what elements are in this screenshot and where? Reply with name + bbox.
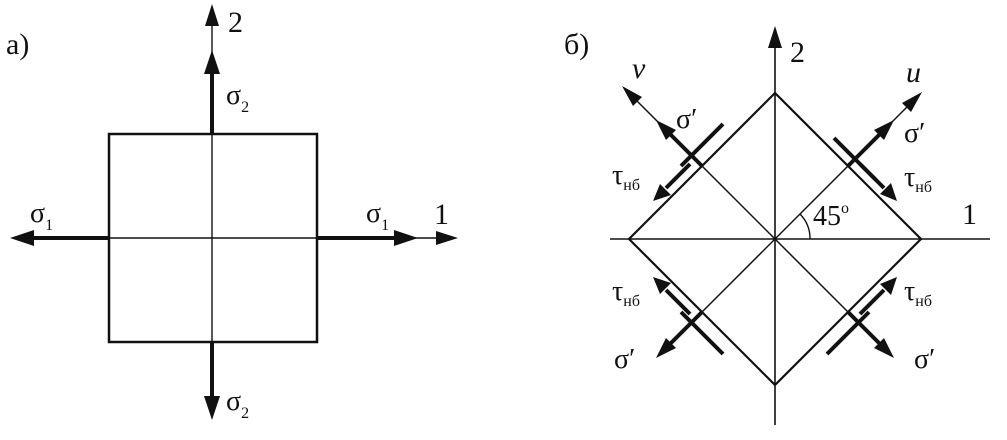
sigma2-top-label: σ2	[226, 80, 249, 116]
axis-u-label: u	[906, 56, 921, 89]
axis-v-arrowhead	[622, 86, 642, 106]
ul-tau-bar	[679, 122, 725, 168]
sigma1-left-label: σ1	[30, 198, 53, 234]
ur-sigma-prime-label: σ′	[904, 118, 925, 149]
ul-tau-arrowhead	[653, 184, 671, 201]
sigma2-bottom-label: σ2	[226, 386, 249, 422]
lr-sigma-arrowhead	[874, 338, 894, 358]
lr-tau-bar	[825, 310, 871, 356]
axis-1-label-a: 1	[434, 198, 449, 231]
ul-tau-label: τнб	[612, 160, 640, 194]
ur-sigma-arrow	[846, 132, 882, 168]
ll-sigma-prime-label: σ′	[614, 344, 635, 375]
angle-arc-45	[799, 213, 811, 240]
ll-tau-label: τнб	[612, 276, 640, 310]
panel-a	[10, 4, 458, 420]
ul-sigma-prime-label: σ′	[676, 104, 697, 135]
ur-tau-arrow	[858, 162, 886, 190]
axis-2-label-a: 2	[228, 6, 243, 39]
angle-label: 45o	[813, 200, 849, 232]
axis-v-label: v	[632, 52, 646, 85]
sigma2-top-arrowhead	[204, 50, 220, 74]
axis-2-arrowhead	[205, 4, 219, 26]
sigma1-right-arrowhead	[394, 230, 418, 246]
sigma1-right-label: σ1	[366, 198, 389, 234]
lr-tau-arrow	[858, 288, 886, 316]
ul-sigma-arrow	[668, 132, 704, 168]
axis-1-arrowhead	[436, 231, 458, 245]
ll-sigma-arrowhead	[656, 338, 676, 358]
lr-tau-arrowhead	[880, 277, 897, 295]
axis-2-arrowhead-b	[768, 26, 782, 48]
sigma2-bottom-arrowhead	[204, 396, 220, 420]
panel-a-label: а)	[6, 28, 29, 61]
ul-sigma-arrowhead	[656, 120, 676, 140]
axis-u-arrowhead	[902, 92, 922, 112]
axis-2-label-b: 2	[790, 36, 805, 69]
lr-tau-label: τнб	[904, 276, 932, 310]
lr-sigma-prime-label: σ′	[914, 344, 935, 375]
ur-tau-label: τнб	[904, 162, 932, 196]
diagonal-v	[701, 165, 849, 313]
ll-tau-arrowhead	[653, 277, 671, 294]
ur-sigma-arrowhead	[874, 120, 894, 140]
ur-tau-arrowhead	[880, 183, 897, 201]
sigma1-left-arrowhead	[10, 230, 34, 246]
ul-tau-arrow	[664, 162, 692, 190]
panel-b-label: б)	[564, 28, 589, 61]
ll-sigma-arrow	[668, 310, 704, 346]
ll-tau-arrow	[664, 288, 692, 316]
lr-sigma-arrow	[846, 310, 882, 346]
panel-b	[610, 26, 990, 425]
axis-1-label-b: 1	[962, 198, 977, 231]
ll-tau-bar	[679, 310, 725, 356]
